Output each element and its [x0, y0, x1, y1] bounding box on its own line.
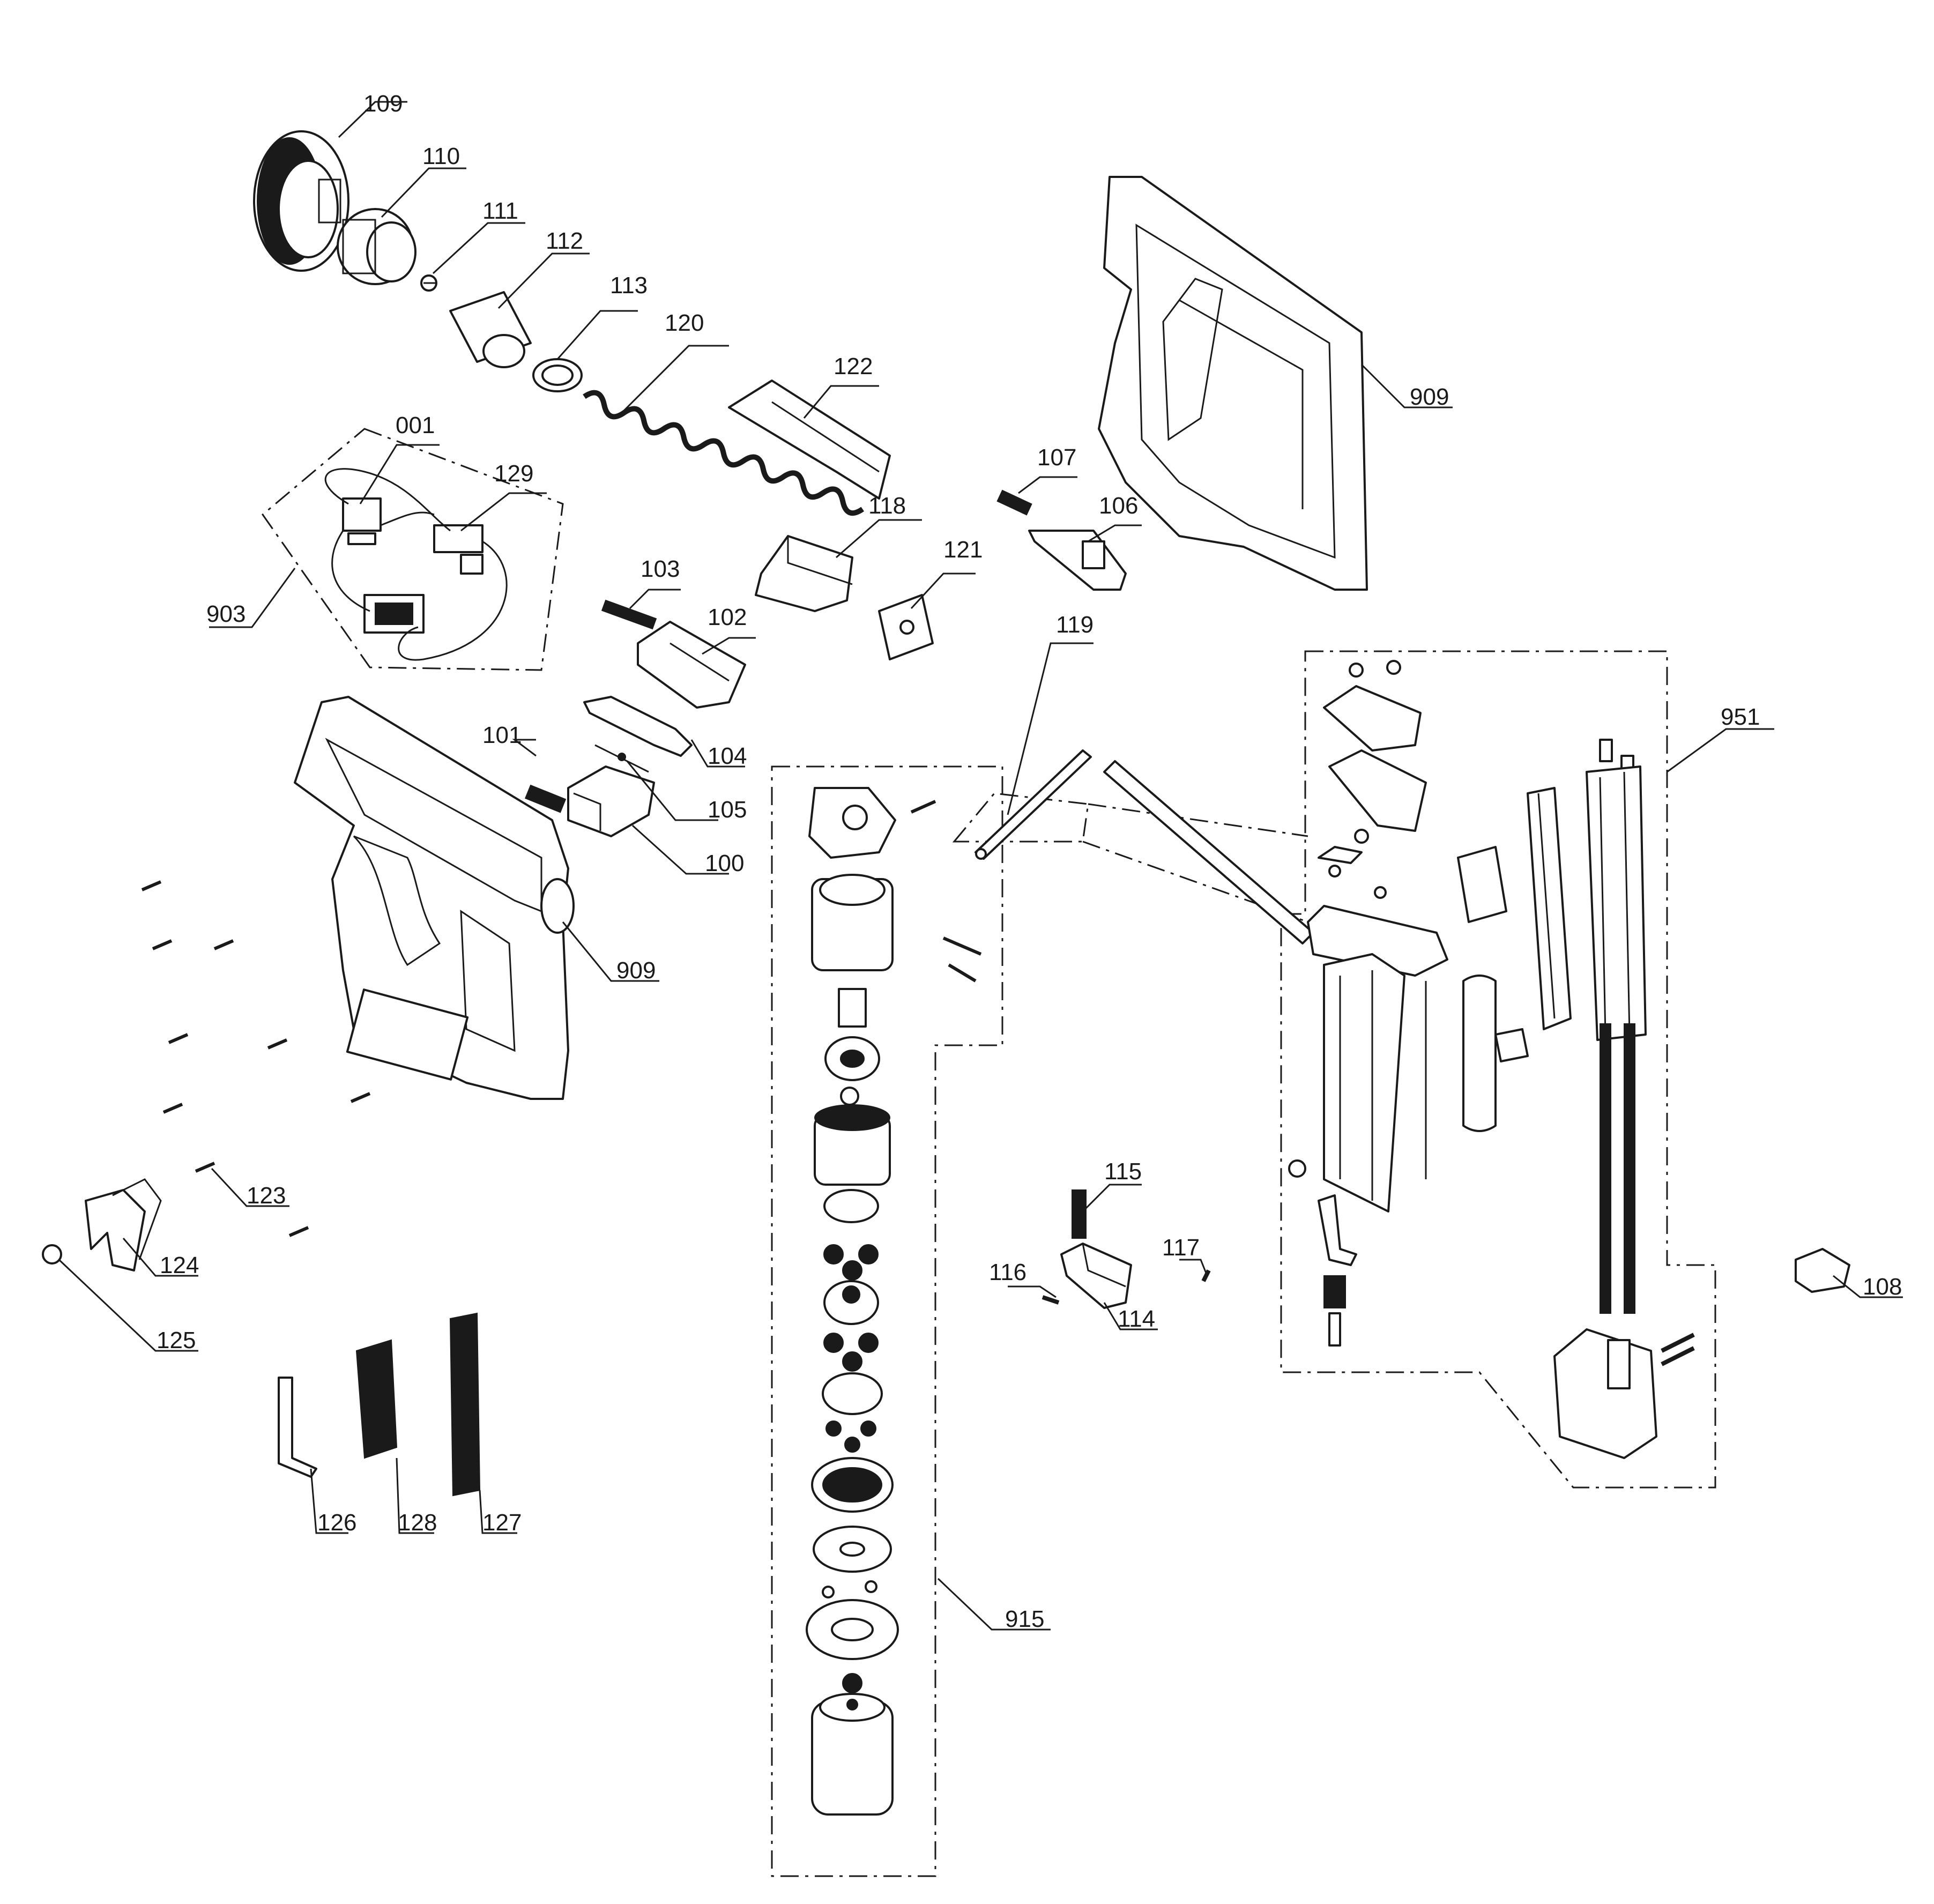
- pin-105: [594, 744, 649, 773]
- spring-107: [996, 489, 1032, 516]
- callout-128: 128: [398, 1509, 437, 1536]
- trigger-102: [637, 621, 746, 709]
- callout-112: 112: [546, 228, 583, 254]
- gearbox-motor-915: [806, 787, 982, 1816]
- callout-108: 108: [1863, 1274, 1902, 1300]
- callout-103: 103: [641, 556, 680, 582]
- housing-half-909-left: [294, 696, 575, 1100]
- nail-strip-127: [449, 1312, 481, 1497]
- ring-113: [532, 358, 583, 392]
- callout-129: 129: [494, 460, 533, 487]
- nose-magazine-951: [1288, 660, 1695, 1459]
- switch-connector: [363, 594, 425, 634]
- rail-122: [728, 380, 891, 500]
- callout-110: 110: [422, 143, 460, 169]
- sleeve-112: [449, 291, 532, 368]
- screw-125: [42, 1244, 62, 1265]
- callout-115: 115: [1104, 1158, 1142, 1185]
- housing-half-909-right: [1098, 176, 1368, 591]
- callout-124: 124: [160, 1252, 199, 1278]
- callout-102: 102: [708, 604, 747, 630]
- callout-118: 118: [868, 493, 906, 519]
- guide-line: [1088, 803, 1308, 837]
- block-114: [1060, 1243, 1132, 1309]
- wire: [331, 530, 508, 661]
- lever-104: [583, 696, 693, 757]
- micro-switch-129: [433, 524, 484, 575]
- wire: [380, 511, 435, 526]
- callout-106: 106: [1099, 493, 1138, 519]
- screw-111: [420, 274, 437, 292]
- depth-adjust-wheel: [253, 130, 349, 272]
- callout-labels: 109 110 111 112 113 120 122 001 129 903 …: [157, 91, 1902, 1632]
- group-903-outline: [261, 428, 564, 671]
- spring-101: [524, 784, 567, 813]
- slider-106: [1028, 530, 1127, 591]
- callout-125: 125: [157, 1327, 196, 1353]
- callout-120: 120: [665, 310, 704, 336]
- callout-116: 116: [989, 1259, 1026, 1285]
- callout-127: 127: [482, 1509, 522, 1536]
- hex-key-126: [278, 1377, 317, 1478]
- callout-105: 105: [708, 797, 747, 823]
- callout-101: 101: [482, 722, 522, 748]
- nail-strip-128: [355, 1339, 398, 1459]
- callout-113: 113: [610, 272, 648, 299]
- adjuster-sleeve: [337, 208, 416, 285]
- driver-blade-119: [975, 749, 1314, 944]
- group-915-outline: [771, 765, 1003, 1877]
- group-119-outline: [952, 792, 1089, 843]
- callout-109: 109: [363, 91, 403, 117]
- callout-915: 915: [1005, 1606, 1044, 1632]
- wire: [324, 468, 451, 532]
- callout-951: 951: [1721, 704, 1760, 730]
- housing-100: [567, 765, 655, 837]
- callout-107: 107: [1037, 444, 1076, 471]
- callout-119: 119: [1056, 612, 1094, 638]
- callout-114: 114: [1118, 1306, 1155, 1332]
- callout-122: 122: [834, 353, 873, 380]
- callout-100: 100: [705, 850, 744, 876]
- callout-126: 126: [317, 1509, 356, 1536]
- belt-clip-124: [85, 1178, 162, 1271]
- clip-108: [1795, 1248, 1850, 1293]
- callout-123: 123: [247, 1182, 286, 1209]
- callout-909-upper: 909: [1410, 384, 1449, 410]
- spring-115: [1072, 1189, 1087, 1239]
- callout-001: 001: [396, 412, 435, 438]
- leader-lines: [58, 101, 1903, 1631]
- spring-120: [583, 390, 865, 516]
- callout-111: 111: [482, 198, 518, 224]
- block-118: [755, 535, 853, 612]
- switch-001: [342, 497, 382, 545]
- pin-117: [1201, 1269, 1211, 1282]
- callout-121: 121: [943, 537, 983, 563]
- callout-903: 903: [206, 601, 246, 627]
- plate-121: [878, 594, 934, 660]
- screw-set: [141, 880, 371, 1237]
- callout-117: 117: [1162, 1234, 1200, 1261]
- pin-116: [1042, 1295, 1060, 1305]
- spring-103: [601, 599, 657, 630]
- callout-104: 104: [708, 743, 747, 769]
- callout-909-lower: 909: [616, 957, 656, 984]
